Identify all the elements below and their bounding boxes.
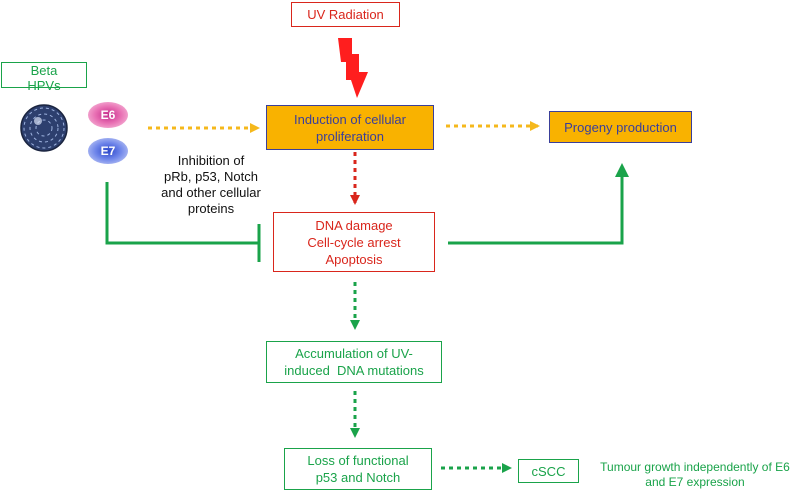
cscc-box: cSCC [518, 459, 579, 483]
dna-damage-line-3: Apoptosis [325, 251, 383, 267]
tumour-growth-line-1: Tumour growth independently of E6 [600, 460, 790, 474]
tumour-growth-line-2: and E7 expression [645, 475, 745, 489]
loss-line-2: p53 and Notch [315, 470, 401, 485]
arrow-dna-damage-to-progeny [448, 163, 629, 245]
tumour-growth-annotation: Tumour growth independently of E6 and E7… [590, 460, 800, 490]
beta-hpvs-label: Beta HPVs [27, 63, 61, 93]
induction-line-1: Induction of cellular [293, 111, 406, 127]
dna-damage-line-2: Cell-cycle arrest [307, 234, 401, 250]
accumulation-line-2: induced DNA mutations [284, 363, 424, 378]
uv-radiation-box: UV Radiation [291, 2, 400, 27]
progeny-label: Progeny production [564, 119, 677, 135]
uv-radiation-label: UV Radiation [307, 7, 384, 22]
dna-damage-line-1: DNA damage [315, 217, 393, 233]
inhibition-line-1: Inhibition of [177, 153, 245, 168]
dna-damage-box: DNA damage Cell-cycle arrest Apoptosis [273, 212, 435, 272]
inhibition-line-3: and other cellular [161, 185, 261, 200]
induction-proliferation-box: Induction of cellular proliferation [266, 105, 434, 150]
inhibition-line-2: pRb, p53, Notch [164, 169, 258, 184]
beta-hpvs-box: Beta HPVs [1, 62, 87, 93]
e7-label: E7 [100, 144, 116, 158]
cscc-label: cSCC [531, 463, 566, 479]
progeny-production-box: Progeny production [549, 111, 692, 143]
inhibition-connector [105, 182, 258, 245]
induction-line-2: proliferation [316, 128, 384, 144]
lightning-bolt-icon [338, 38, 368, 98]
e7-oncoprotein: E7 [88, 138, 128, 164]
e6-label: E6 [100, 108, 116, 122]
inhibition-line-4: proteins [187, 201, 235, 216]
accumulation-mutations-box: Accumulation of UV- induced DNA mutation… [266, 341, 442, 383]
virus-particle-icon [20, 104, 68, 152]
loss-line-1: Loss of functional [307, 453, 409, 468]
accumulation-line-1: Accumulation of UV- [295, 346, 413, 361]
loss-p53-notch-box: Loss of functional p53 and Notch [284, 448, 432, 490]
e6-oncoprotein: E6 [88, 102, 128, 128]
inhibition-annotation: Inhibition of pRb, p53, Notch and other … [152, 153, 270, 217]
